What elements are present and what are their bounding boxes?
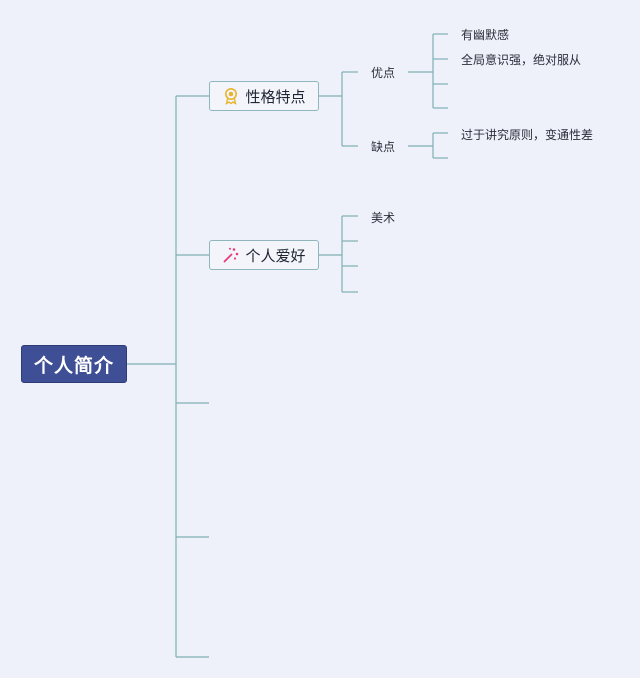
subtopic-strengths[interactable]: 优点 [371, 66, 396, 80]
award-ribbon-icon [222, 87, 240, 105]
leaf-topic[interactable]: 有幽默感 [461, 28, 510, 42]
subtopic-weaknesses[interactable]: 缺点 [371, 140, 396, 154]
root-topic-label: 个人简介 [33, 354, 114, 377]
leaf-topic[interactable]: 美术 [371, 211, 396, 225]
art-palette-icon [222, 246, 240, 264]
branch-topic-hobbies-label: 个人爱好 [245, 246, 306, 265]
leaf-topic[interactable]: 过于讲究原则，变通性差 [461, 128, 594, 142]
leaf-topic[interactable]: 全局意识强，绝对服从 [461, 53, 582, 67]
branch-topic-personality-label: 性格特点 [245, 87, 306, 106]
branch-topic-personality[interactable]: 性格特点 [209, 81, 319, 111]
root-topic[interactable]: 个人简介 [21, 345, 127, 383]
branch-topic-hobbies[interactable]: 个人爱好 [209, 240, 319, 270]
